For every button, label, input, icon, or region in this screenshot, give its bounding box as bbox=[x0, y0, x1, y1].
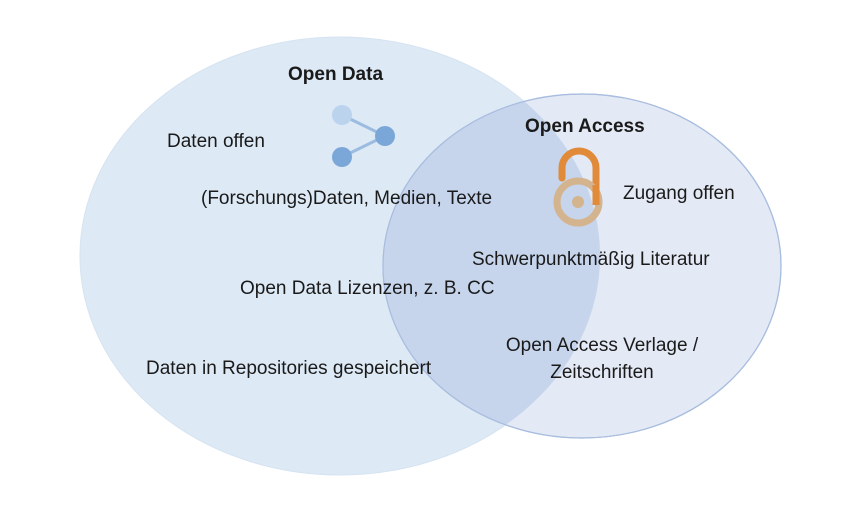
open-access-title: Open Access bbox=[525, 116, 645, 137]
open-data-item: Open Data Lizenzen, z. B. CC bbox=[240, 278, 495, 299]
open-data-item: Daten in Repositories gespeichert bbox=[146, 358, 432, 379]
open-access-item-line: Zeitschriften bbox=[550, 361, 654, 383]
open-access-item: Zugang offen bbox=[623, 183, 735, 204]
open-access-circle-outline bbox=[382, 93, 782, 439]
share-network-icon bbox=[332, 105, 395, 167]
open-data-title: Open Data bbox=[288, 64, 384, 85]
open-access-item-line: Open Access Verlage / bbox=[505, 335, 699, 356]
open-lock-icon bbox=[553, 147, 603, 227]
open-access-item: Open Access Verlage / Zeitschriften bbox=[487, 335, 717, 385]
open-data-item: (Forschungs)Daten, Medien, Texte bbox=[201, 188, 493, 209]
overlap-region bbox=[383, 94, 600, 438]
open-data-item: Daten offen bbox=[167, 131, 265, 152]
open-access-item: Schwerpunktmäßig Literatur bbox=[472, 249, 710, 270]
